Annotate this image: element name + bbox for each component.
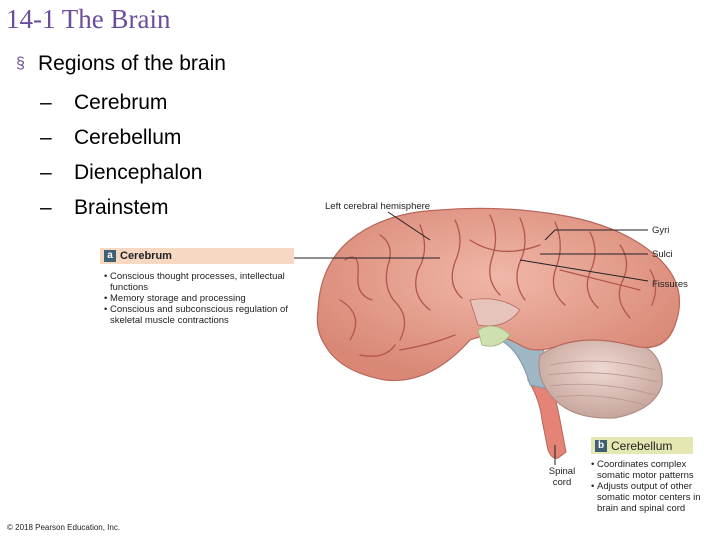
cerebrum-shape xyxy=(316,207,681,382)
cerebrum-box-title: Cerebrum xyxy=(120,250,172,262)
subitem-text: Cerebrum xyxy=(74,90,168,114)
dash-icon: – xyxy=(40,195,52,219)
badge-a: a xyxy=(104,250,116,262)
list-item: Memory storage and processing xyxy=(104,293,310,304)
subitem-diencephalon: – Diencephalon xyxy=(16,155,226,190)
cerebellum-box-header: b Cerebellum xyxy=(591,437,693,454)
list-item: Conscious and subconscious regulation of… xyxy=(104,304,310,326)
badge-b: b xyxy=(595,439,607,452)
subitem-cerebrum: – Cerebrum xyxy=(16,85,226,120)
subitem-text: Cerebellum xyxy=(74,125,182,149)
dash-icon: – xyxy=(40,125,52,149)
bullet-text: Regions of the brain xyxy=(38,52,226,75)
dash-icon: – xyxy=(40,90,52,114)
cerebellum-function-list: Coordinates complex somatic motor patter… xyxy=(591,459,703,514)
label-left-hemisphere: Left cerebral hemisphere xyxy=(325,201,431,212)
cerebrum-box-header: a Cerebrum xyxy=(100,248,294,264)
list-item: Coordinates complex somatic motor patter… xyxy=(591,459,703,481)
list-item: Adjusts output of other somatic motor ce… xyxy=(591,481,703,514)
label-spinal-cord: Spinal cord xyxy=(548,466,576,488)
label-fissures: Fissures xyxy=(652,279,688,290)
subitem-text: Brainstem xyxy=(74,195,169,219)
dash-icon: – xyxy=(40,160,52,184)
label-sulci: Sulci xyxy=(652,249,673,260)
subitem-brainstem: – Brainstem xyxy=(16,190,226,225)
section-marker-icon: § xyxy=(16,55,25,72)
cerebrum-function-list: Conscious thought processes, intellectua… xyxy=(104,271,310,326)
label-gyri: Gyri xyxy=(652,225,670,236)
copyright-text: © 2018 Pearson Education, Inc. xyxy=(7,523,121,532)
list-item: Conscious thought processes, intellectua… xyxy=(104,271,310,293)
subitem-cerebellum: – Cerebellum xyxy=(16,120,226,155)
bullet-item: § Regions of the brain xyxy=(16,50,226,78)
cerebellum-box-title: Cerebellum xyxy=(611,438,673,453)
slide-title: 14-1 The Brain xyxy=(6,4,171,34)
bullet-list: § Regions of the brain – Cerebrum – Cere… xyxy=(16,50,226,225)
subitem-text: Diencephalon xyxy=(74,160,203,184)
